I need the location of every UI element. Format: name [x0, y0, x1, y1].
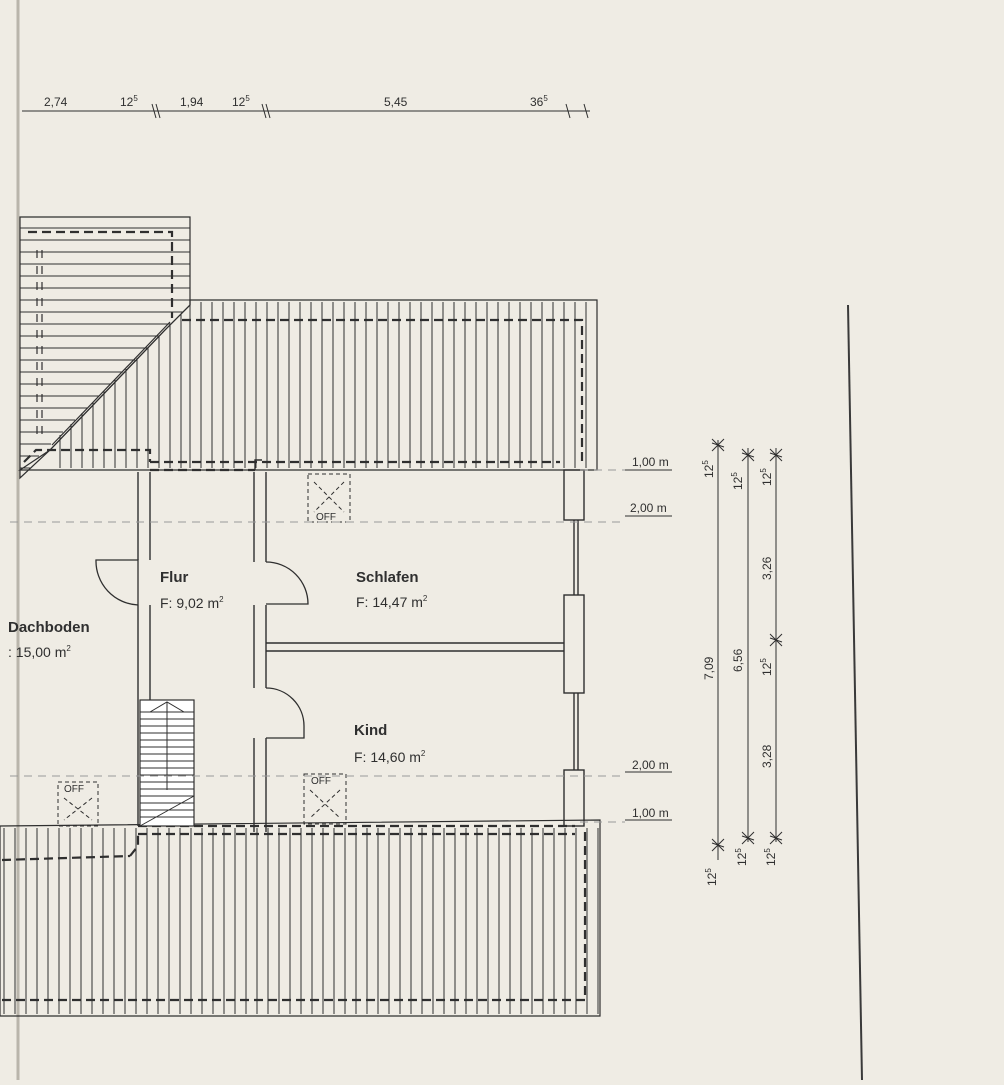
room-kind-area: F: 14,60 m2 — [354, 749, 426, 765]
svg-text:3,26: 3,26 — [760, 556, 774, 580]
door-flur-left — [95, 559, 139, 606]
side-dim-inner: 125 3,26 125 3,28 125 — [759, 468, 778, 866]
height-label-2: 2,00 m — [630, 501, 667, 515]
walls — [23, 448, 585, 857]
skylight-upper — [307, 473, 351, 523]
svg-text:6,56: 6,56 — [731, 648, 745, 672]
room-dachboden-area: : 15,00 m2 — [8, 644, 71, 660]
door-schlafen — [265, 561, 309, 605]
top-dim-4: 125 — [232, 94, 250, 109]
side-dim-outer: 125 7,09 125 — [701, 460, 719, 886]
height-line-tails — [625, 469, 672, 821]
staircase — [139, 699, 195, 827]
svg-text:7,09: 7,09 — [702, 656, 716, 680]
svg-text:125: 125 — [701, 460, 716, 478]
skylight-dachboden — [57, 781, 99, 827]
roof-upper-main — [18, 299, 598, 471]
skylight-upper-label: OFF — [316, 512, 336, 523]
top-dim-6: 365 — [530, 94, 548, 109]
roof-lower — [0, 819, 601, 1017]
roof-upper-left — [19, 216, 191, 480]
door-kind — [265, 687, 305, 739]
svg-text:125: 125 — [730, 472, 745, 490]
top-dim-2: 125 — [120, 94, 138, 109]
svg-text:125: 125 — [704, 868, 719, 886]
top-dim-3: 1,94 — [180, 95, 204, 109]
svg-text:3,28: 3,28 — [760, 744, 774, 768]
height-label-4: 1,00 m — [632, 806, 669, 820]
svg-text:125: 125 — [759, 468, 774, 486]
height-lines — [10, 469, 625, 823]
room-dachboden-name: Dachboden — [8, 619, 90, 636]
doors — [95, 559, 309, 739]
room-kind-name: Kind — [354, 722, 387, 739]
height-label-1: 1,00 m — [632, 455, 669, 469]
room-schlafen-name: Schlafen — [356, 569, 419, 586]
svg-text:125: 125 — [759, 658, 774, 676]
room-flur-area: F: 9,02 m2 — [160, 595, 224, 611]
svg-text:125: 125 — [763, 848, 778, 866]
skylight-lower-label: OFF — [311, 776, 331, 787]
skylight-lower — [303, 773, 347, 825]
frame-line-right — [847, 304, 863, 1081]
side-dimension-lines — [711, 438, 783, 860]
svg-text:125: 125 — [734, 848, 749, 866]
room-flur-name: Flur — [160, 569, 188, 586]
height-label-3: 2,00 m — [632, 758, 669, 772]
top-dim-5: 5,45 — [384, 95, 408, 109]
side-dim-middle: 125 6,56 125 — [730, 472, 749, 866]
skylight-dachboden-label: OFF — [64, 784, 84, 795]
top-dimension-chain: 2,74 125 1,94 125 5,45 365 — [22, 94, 590, 119]
top-dim-1: 2,74 — [44, 95, 68, 109]
room-schlafen-area: F: 14,47 m2 — [356, 594, 428, 610]
